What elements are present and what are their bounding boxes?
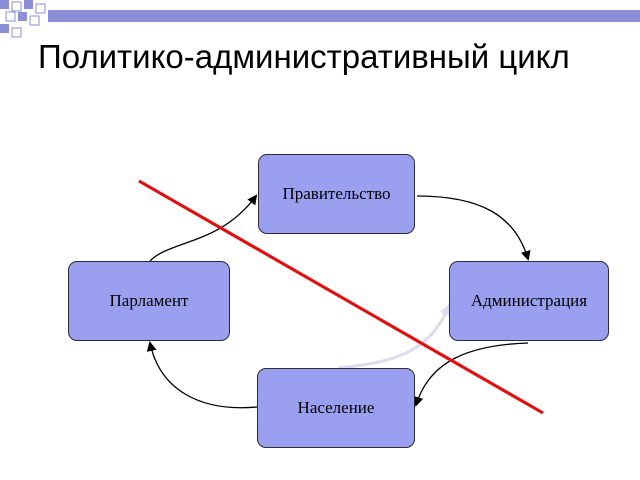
arrow-population-to-parliament: [146, 341, 258, 409]
node-parliament: Парламент: [68, 261, 230, 341]
node-population: Население: [257, 368, 415, 448]
arrow-government-to-administration: [416, 195, 531, 261]
node-government: Правительство: [258, 154, 415, 234]
decorative-squares: [0, 0, 640, 38]
node-population-label: Население: [297, 398, 375, 417]
node-parliament-label: Парламент: [109, 291, 189, 310]
node-administration: Администрация: [449, 261, 609, 341]
slide-title: Политико-административный цикл: [38, 38, 570, 75]
node-administration-label: Администрация: [470, 291, 588, 310]
arrow-parliament-to-government: [149, 194, 258, 262]
arrow-population-to-administration-light: [337, 303, 451, 370]
node-government-label: Правительство: [282, 184, 391, 203]
